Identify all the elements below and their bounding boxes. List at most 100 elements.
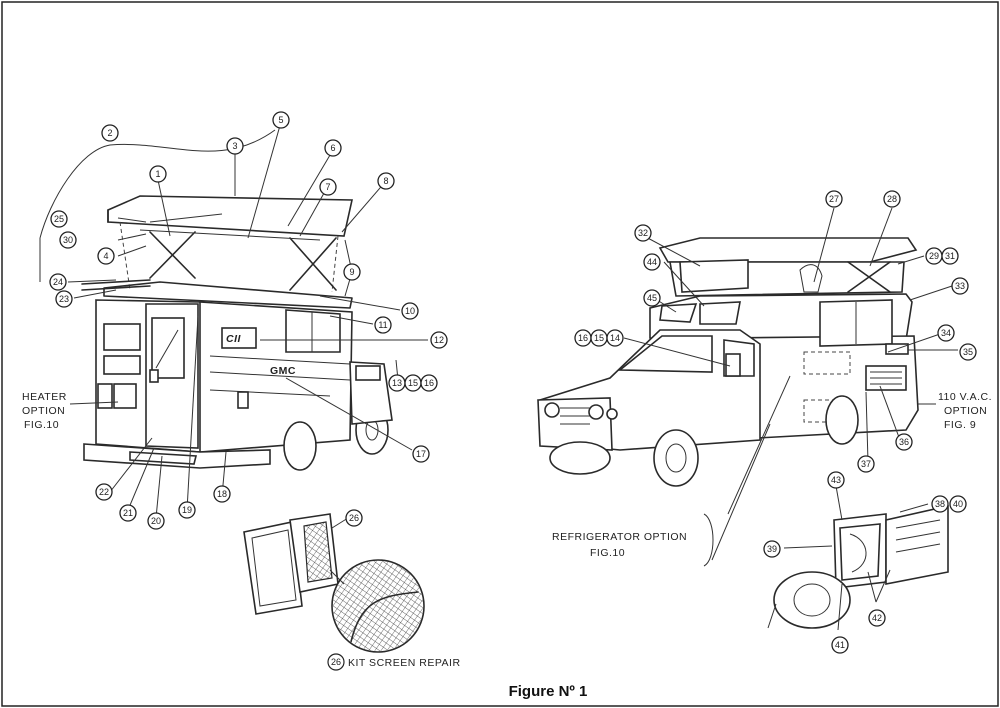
callout-c31: 31 [941, 247, 959, 265]
callout-number: 26 [349, 513, 359, 523]
callout-c18: 18 [213, 485, 231, 503]
callout-c1: 1 [149, 165, 167, 183]
callout-number: 43 [831, 475, 841, 485]
callout-c16b: 16 [574, 329, 592, 347]
callout-number: 12 [434, 335, 444, 345]
callout-number: 16 [424, 378, 434, 388]
callout-c43: 43 [827, 471, 845, 489]
callout-number: 35 [963, 347, 973, 357]
callout-c19: 19 [178, 501, 196, 519]
callout-circle [951, 277, 969, 295]
callout-number: 11 [378, 320, 387, 330]
callout-circle [147, 512, 165, 530]
callout-circle [941, 247, 959, 265]
callout-circle [827, 471, 845, 489]
callout-number: 16 [578, 333, 588, 343]
heater-caption-line3: FIG.10 [24, 419, 59, 431]
callout-circle [643, 253, 661, 271]
callout-circle [606, 329, 624, 347]
callout-number: 29 [929, 251, 939, 261]
callout-number: 27 [829, 194, 839, 204]
callout-c3: 3 [226, 137, 244, 155]
callout-number: 7 [325, 182, 330, 192]
callout-circle [857, 455, 875, 473]
callout-c2: 2 [101, 124, 119, 142]
callout-number: 13 [392, 378, 402, 388]
callout-circle [55, 290, 73, 308]
figure-caption: Figure Nº 1 [509, 683, 588, 700]
callout-number: 44 [647, 257, 657, 267]
callout-circle [895, 433, 913, 451]
kit-caption: KIT SCREEN REPAIR [348, 657, 461, 669]
callout-circle [95, 483, 113, 501]
callout-c20: 20 [147, 512, 165, 530]
callout-circle [149, 165, 167, 183]
callout-c34: 34 [937, 324, 955, 342]
callout-c6: 6 [324, 139, 342, 157]
callout-circle [959, 343, 977, 361]
callout-c5: 5 [272, 111, 290, 129]
callout-number: 40 [953, 499, 963, 509]
callout-circle [401, 302, 419, 320]
callout-number: 25 [54, 214, 64, 224]
callout-c21: 21 [119, 504, 137, 522]
callout-c23: 23 [55, 290, 73, 308]
callout-circle [49, 273, 67, 291]
callout-number: 1 [155, 169, 160, 179]
callout-c45: 45 [643, 289, 661, 307]
callout-c15a: 15 [404, 374, 422, 392]
callout-c16a: 16 [420, 374, 438, 392]
callout-circle [272, 111, 290, 129]
callout-number: 36 [899, 437, 909, 447]
callout-number: 32 [638, 228, 648, 238]
callout-number: 45 [647, 293, 657, 303]
callout-number: 34 [941, 328, 951, 338]
callout-circle [59, 231, 77, 249]
callout-circle [319, 178, 337, 196]
callout-c33: 33 [951, 277, 969, 295]
callout-circle [763, 540, 781, 558]
callout-c36: 36 [895, 433, 913, 451]
callout-circle [643, 289, 661, 307]
vac-option-caption: 110 V.A.C. OPTION FIG. 9 [938, 391, 992, 431]
callout-number: 19 [182, 505, 192, 515]
vac-caption-line3: FIG. 9 [944, 419, 976, 431]
callout-number: 38 [935, 499, 945, 509]
kit-number-circle [327, 653, 345, 671]
callout-c41: 41 [831, 636, 849, 654]
callout-c12: 12 [430, 331, 448, 349]
callout-number: 28 [887, 194, 897, 204]
callout-circle [931, 495, 949, 513]
callout-circle [825, 190, 843, 208]
callout-c42: 42 [868, 609, 886, 627]
callout-number: 10 [405, 306, 415, 316]
callout-c29: 29 [925, 247, 943, 265]
heater-option-caption: HEATER OPTION FIG.10 [22, 391, 67, 431]
callout-c38: 38 [931, 495, 949, 513]
callout-number: 30 [63, 235, 73, 245]
callout-circle [883, 190, 901, 208]
callout-number: 21 [123, 508, 133, 518]
callout-number: 15 [408, 378, 418, 388]
callout-number: 31 [945, 251, 955, 261]
callout-number: 9 [349, 267, 354, 277]
vac-caption-line1: 110 V.A.C. [938, 391, 992, 403]
callout-circle [226, 137, 244, 155]
callout-number: 18 [217, 489, 227, 499]
callout-c44: 44 [643, 253, 661, 271]
callout-number: 3 [232, 141, 237, 151]
callout-c11: 11 [374, 316, 392, 334]
heater-caption-line1: HEATER [22, 391, 67, 403]
callout-c15b: 15 [590, 329, 608, 347]
callout-number: 20 [151, 516, 161, 526]
callout-c8: 8 [377, 172, 395, 190]
callout-circle [430, 331, 448, 349]
callout-circle [634, 224, 652, 242]
callout-number: 6 [330, 143, 335, 153]
callout-c35: 35 [959, 343, 977, 361]
callout-number: 5 [278, 115, 283, 125]
callout-c14: 14 [606, 329, 624, 347]
